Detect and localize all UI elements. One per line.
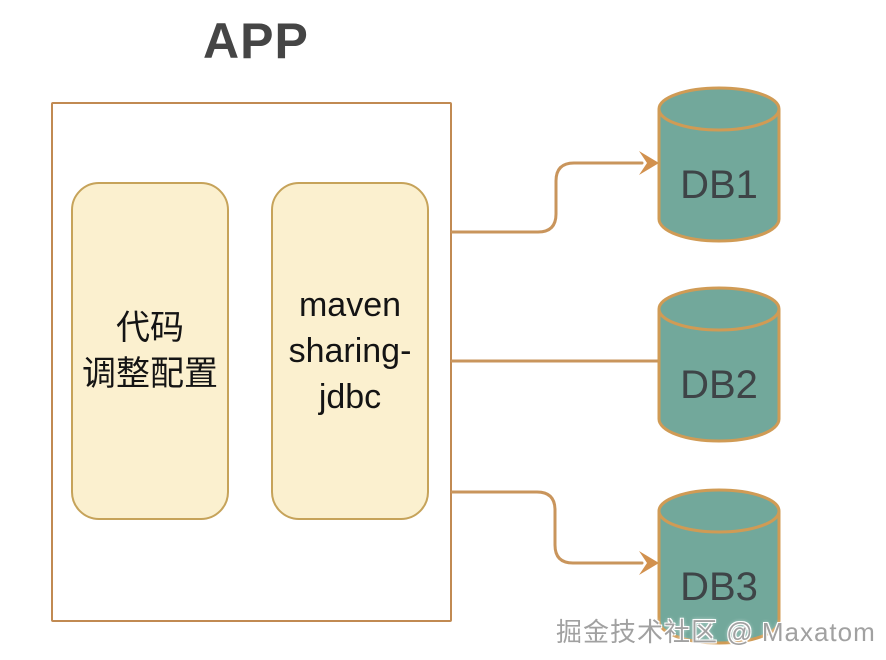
module-sharding-jdbc-label: maven sharing- jdbc	[288, 286, 412, 416]
module-config-box: 代码 调整配置	[71, 182, 229, 520]
db3-label: DB3	[680, 565, 758, 609]
db1-cylinder-icon	[657, 86, 781, 243]
watermark: 掘金技术社区 @ Maxatom	[556, 617, 876, 647]
db1-label: DB1	[680, 163, 758, 207]
connector-db3	[450, 490, 644, 565]
connector-db1	[450, 161, 644, 234]
arrowhead-db1-icon	[639, 151, 659, 175]
database-db2: DB2	[657, 285, 781, 443]
db2-cylinder-icon	[657, 286, 781, 443]
module-config-label: 代码 调整配置	[82, 309, 218, 393]
app-title: APP	[203, 13, 309, 69]
db3-cylinder-icon	[657, 488, 781, 645]
db2-label: DB2	[680, 363, 758, 407]
module-sharding-jdbc-box: maven sharing- jdbc	[271, 182, 429, 520]
arrowhead-db3-icon	[639, 551, 659, 575]
database-db1: DB1	[657, 85, 781, 243]
database-db3: DB3	[657, 487, 781, 645]
